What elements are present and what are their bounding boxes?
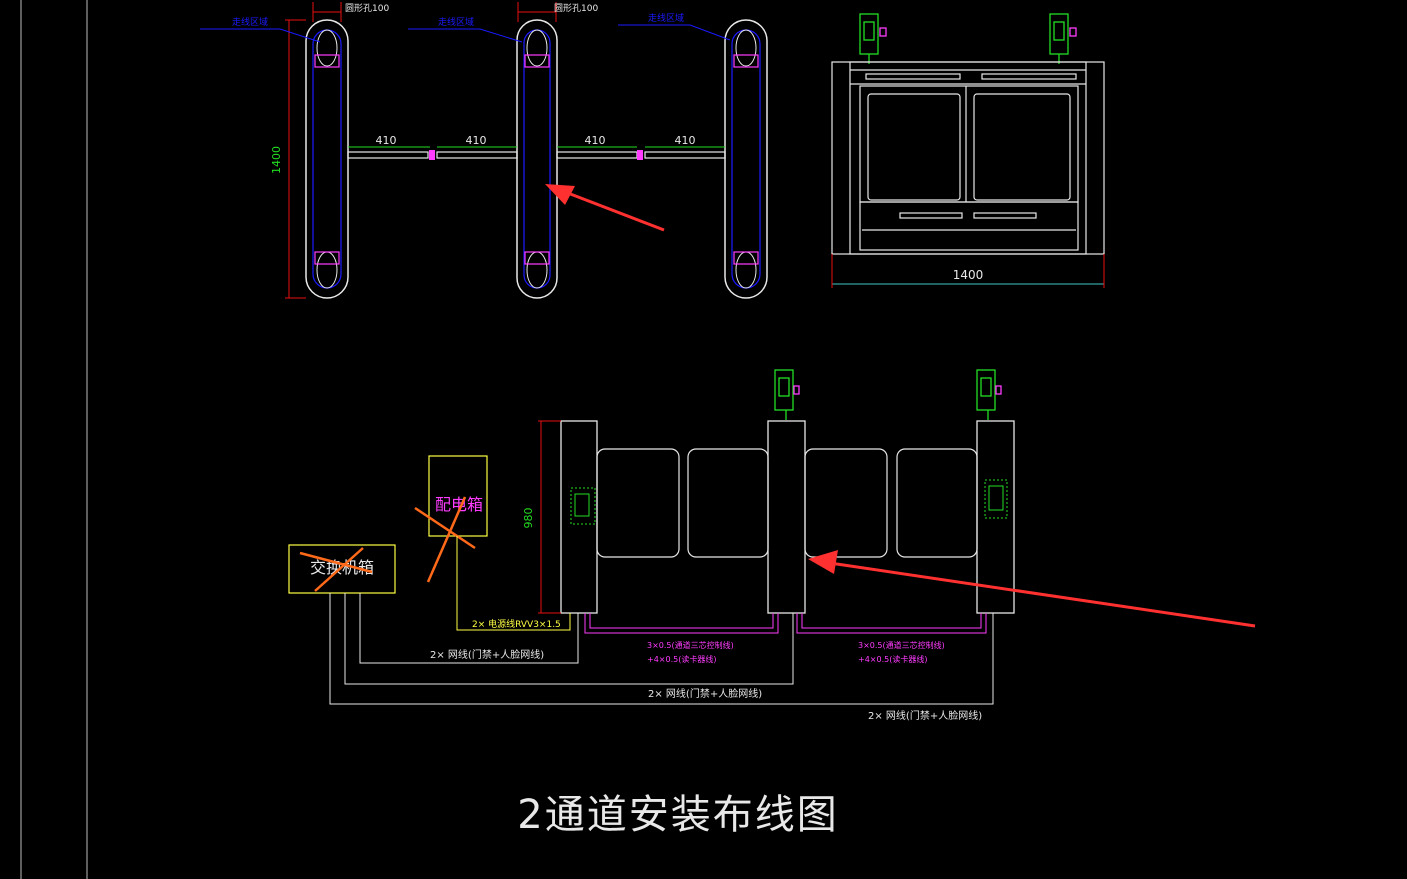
leader-label-1: 走线区域: [232, 16, 268, 28]
control-cables: [584, 613, 987, 634]
leader-label-3: 走线区域: [648, 12, 684, 24]
control-cable-2-line2: +4×0.5(读卡器线): [858, 654, 927, 664]
power-cable: [456, 536, 571, 631]
pillar-right: [724, 19, 768, 299]
width-dim-text: 1400: [953, 268, 984, 282]
height-dim-text: 1400: [270, 146, 283, 174]
net-cable-2-label: 2× 网线(门禁+人脸网线): [648, 687, 762, 700]
leader-label-2: 走线区域: [438, 16, 474, 28]
wiring-view: 980 配电箱 交换机箱 2× 电源线RVV3×1.5 3×0.5(通: [288, 369, 1256, 722]
wiring-height-text: 980: [522, 508, 535, 529]
cabinet-front: [831, 61, 1105, 255]
front-view: 1400: [831, 13, 1105, 288]
wiring-area-leaders: [200, 24, 731, 43]
power-cable-label: 2× 电源线RVV3×1.5: [472, 618, 561, 630]
hole-label-1: 圆形孔100: [345, 2, 389, 14]
net-cable-1-label: 2× 网线(门禁+人脸网线): [430, 648, 544, 661]
gap-dim-4: 410: [675, 134, 696, 147]
top-plan-view: 410 410 410 410 1400 圆形孔100 圆形孔100 走线区: [200, 2, 768, 299]
face-terminal-mid: [774, 369, 800, 420]
red-arrow-top: [545, 184, 665, 232]
net-cable-3-label: 2× 网线(门禁+人脸网线): [868, 709, 982, 722]
network-cables: [329, 593, 994, 705]
gap-dim-1: 410: [376, 134, 397, 147]
distribution-box: 配电箱: [414, 455, 488, 583]
hole-markers: [312, 2, 557, 22]
pillar-left: [305, 19, 349, 299]
face-terminal-right-top: [1049, 13, 1077, 64]
pillar-middle: [516, 19, 558, 299]
flaps-front: [596, 448, 978, 558]
switch-box: 交换机箱: [288, 544, 396, 594]
face-terminal-left-top: [859, 13, 887, 64]
height-dimension: 1400: [270, 19, 306, 299]
control-cable-2-line1: 3×0.5(通道三芯控制线): [858, 640, 945, 650]
drawing-title: 2通道安装布线图: [517, 792, 838, 838]
face-terminal-right: [976, 369, 1002, 420]
card-readers: [570, 479, 1008, 525]
gap-dim-2: 410: [466, 134, 487, 147]
wiring-height-dimension: 980: [522, 420, 561, 614]
control-cable-1-line2: +4×0.5(读卡器线): [647, 654, 716, 664]
control-cable-1-line1: 3×0.5(通道三芯控制线): [647, 640, 734, 650]
distribution-box-label: 配电箱: [435, 495, 483, 514]
hole-label-2: 圆形孔100: [554, 2, 598, 14]
width-dimension: 1400: [831, 254, 1105, 288]
red-arrow-bottom: [808, 550, 1256, 628]
gap-dim-3: 410: [585, 134, 606, 147]
flaps-plan: [347, 150, 726, 160]
